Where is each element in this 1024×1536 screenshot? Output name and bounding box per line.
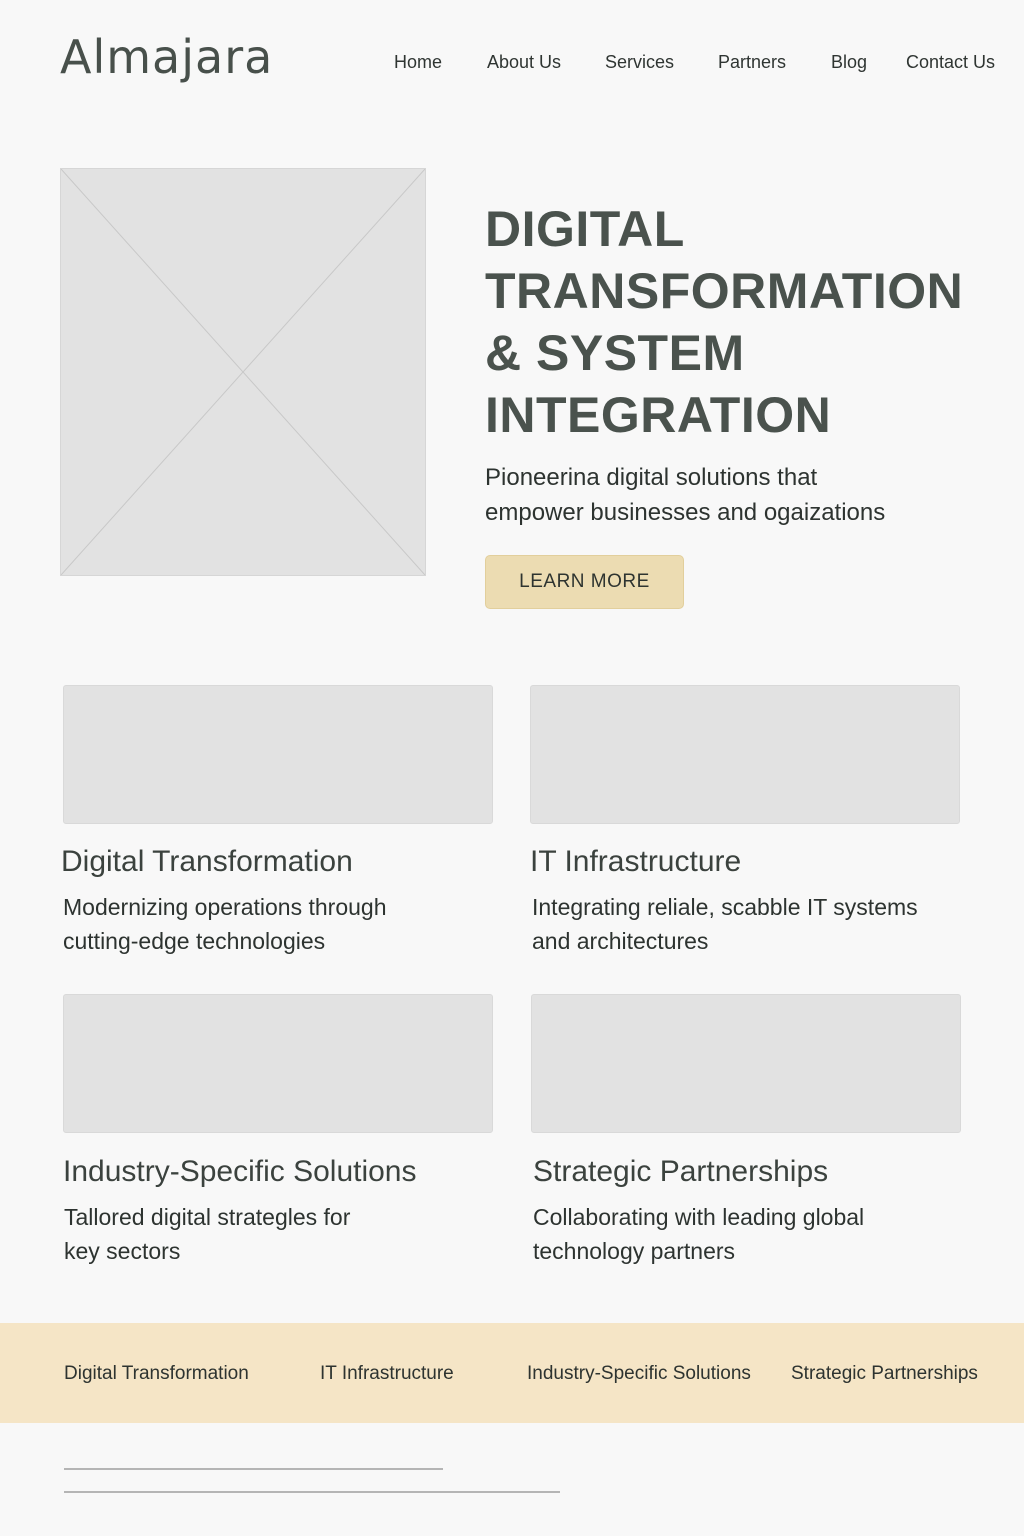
description-line: Modernizing operations through xyxy=(63,894,387,920)
nav-contact-us[interactable]: Contact Us xyxy=(906,52,996,72)
image-placeholder-icon xyxy=(61,169,425,575)
hero-subtitle-line: empower businesses and ogaizations xyxy=(485,499,886,526)
service-card-image xyxy=(63,994,493,1133)
band-link-it-infrastructure[interactable]: IT Infrastructure xyxy=(320,1363,454,1384)
nav-partners[interactable]: Partners xyxy=(718,52,787,72)
hero-title: DIGITAL TRANSFORMATION & SYSTEM INTEGRAT… xyxy=(485,198,1005,446)
hero-subtitle-line: Pioneerina digital solutions that xyxy=(485,464,818,491)
service-card-description: Collaborating with leading global techno… xyxy=(533,1200,953,1268)
band-link-industry-solutions[interactable]: Industry-Specific Solutions xyxy=(527,1363,751,1384)
description-line: Tallored digital strategles for xyxy=(64,1204,351,1230)
band-link-strategic-partnerships[interactable]: Strategic Partnerships xyxy=(791,1363,978,1384)
main-nav: Home About Us Services Partners Blog Con… xyxy=(0,52,1024,82)
service-card-title[interactable]: Digital Transformation xyxy=(61,845,353,878)
service-card-description: Modernizing operations through cutting-e… xyxy=(63,890,483,958)
divider-line xyxy=(64,1491,560,1493)
learn-more-button[interactable]: LEARN MORE xyxy=(485,555,684,609)
services-band: Digital Transformation IT Infrastructure… xyxy=(0,1323,1024,1423)
service-card-title[interactable]: Industry-Specific Solutions xyxy=(63,1155,417,1188)
description-line: and architectures xyxy=(532,928,709,954)
service-card-title[interactable]: IT Infrastructure xyxy=(530,845,742,878)
description-line: cutting-edge technologies xyxy=(63,928,326,954)
service-card-image xyxy=(530,685,960,824)
description-line: Collaborating with leading global xyxy=(533,1204,865,1230)
hero-title-line: INTEGRATION xyxy=(485,387,832,443)
site-header: Almajara Home About Us Services Partners… xyxy=(0,0,1024,130)
service-card-image xyxy=(63,685,493,824)
nav-home[interactable]: Home xyxy=(394,52,443,72)
service-card-description: Integrating reliale, scabble IT systems … xyxy=(532,890,952,958)
band-link-digital-transformation[interactable]: Digital Transformation xyxy=(64,1363,249,1384)
description-line: technology partners xyxy=(533,1238,736,1264)
hero-title-line: & SYSTEM xyxy=(485,325,745,381)
hero-title-line: TRANSFORMATION xyxy=(485,263,964,319)
nav-blog[interactable]: Blog xyxy=(831,52,868,72)
description-line: Integrating reliale, scabble IT systems xyxy=(532,894,918,920)
service-card-image xyxy=(531,994,961,1133)
hero-image-placeholder xyxy=(60,168,426,576)
divider-line xyxy=(64,1468,443,1470)
hero-title-line: DIGITAL xyxy=(485,201,685,257)
brand-logo[interactable]: Almajara xyxy=(60,30,274,84)
nav-about-us[interactable]: About Us xyxy=(487,52,562,72)
service-card-title[interactable]: Strategic Partnerships xyxy=(533,1155,829,1188)
service-card-description: Tallored digital strategles for key sect… xyxy=(64,1200,484,1268)
hero-subtitle: Pioneerina digital solutions that empowe… xyxy=(485,460,965,530)
description-line: key sectors xyxy=(64,1238,181,1264)
nav-services[interactable]: Services xyxy=(605,52,675,72)
